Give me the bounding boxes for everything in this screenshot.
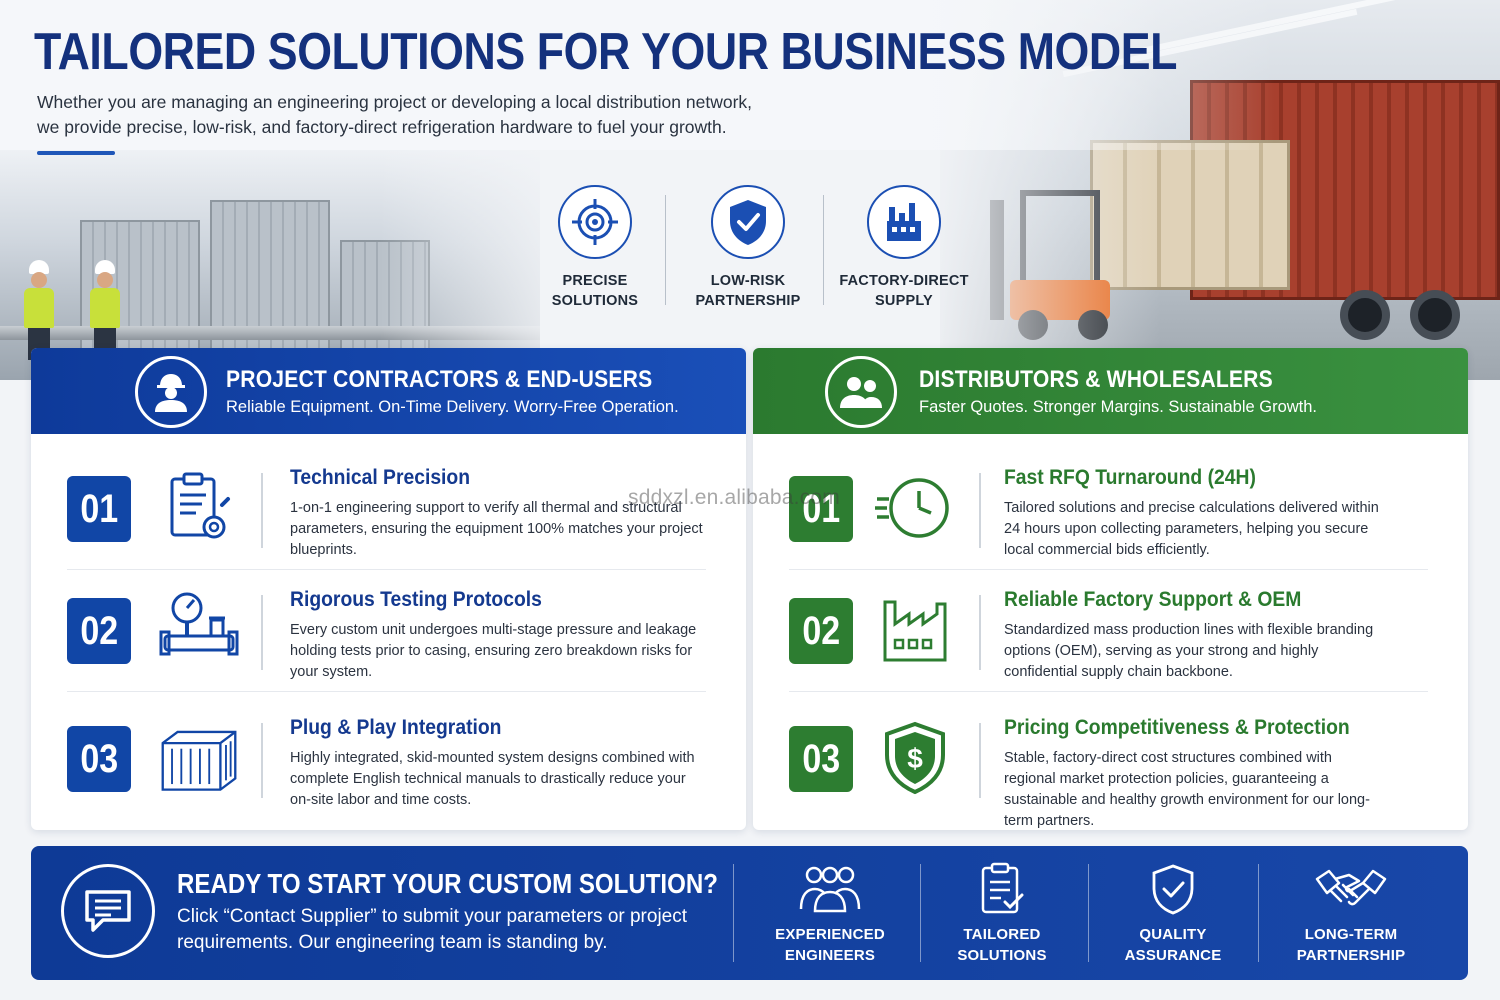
list-item: 03 $ Pricing Competitiveness & Protectio… [753, 698, 1468, 829]
item-number: 02 [67, 598, 131, 664]
row-divider [261, 595, 263, 670]
row-divider [979, 595, 981, 670]
page-subtitle: Whether you are managing an engineering … [37, 90, 857, 140]
item-number: 01 [67, 476, 131, 542]
item-description: Highly integrated, skid-mounted system d… [290, 750, 695, 808]
row-separator [789, 691, 1428, 692]
page-title: TAILORED SOLUTIONS FOR YOUR BUSINESS MOD… [34, 23, 1178, 81]
quality-shield-icon [1088, 862, 1258, 916]
row-separator [789, 569, 1428, 570]
item-title: Rigorous Testing Protocols [290, 588, 542, 611]
feature-divider [1258, 864, 1259, 962]
feature-divider [733, 864, 734, 962]
worker-icon [135, 356, 207, 428]
item-description: 1-on-1 engineering support to verify all… [290, 500, 703, 558]
users-icon [825, 356, 897, 428]
item-title: Reliable Factory Support & OEM [1004, 588, 1302, 611]
badge-divider [823, 195, 824, 305]
row-divider [979, 473, 981, 548]
feature-divider [920, 864, 921, 962]
list-item: 03 Plug & Play Integration Highly integr… [31, 698, 746, 818]
fast-clock-icon [875, 468, 955, 548]
row-divider [261, 723, 263, 798]
svg-text:$: $ [907, 743, 923, 774]
item-title: Plug & Play Integration [290, 716, 502, 739]
worker-figure [88, 260, 122, 360]
target-icon [558, 185, 632, 259]
row-divider [979, 723, 981, 798]
list-item: 01 Technical Precision 1-on-1 engineerin… [31, 448, 746, 570]
shield-check-icon [711, 185, 785, 259]
panel-header: DISTRIBUTORS & WHOLESALERS Faster Quotes… [753, 348, 1468, 434]
factory-outline-icon [875, 590, 955, 670]
item-number: 02 [789, 598, 853, 664]
item-title: Technical Precision [290, 466, 471, 489]
factory-icon [867, 185, 941, 259]
header-fade [0, 0, 1500, 150]
pressure-gauge-icon [159, 590, 239, 670]
watermark: sddxzl.en.alibaba.com [628, 486, 840, 509]
photo-fade [380, 150, 580, 380]
item-description: Stable, factory-direct cost structures c… [1004, 750, 1370, 829]
skid-unit-icon [159, 718, 239, 798]
row-separator [67, 569, 706, 570]
list-item: 01 Fast RFQ Turnaround (24H) Tailored so… [753, 448, 1468, 570]
handshake-icon [1266, 862, 1436, 916]
title-underline [37, 151, 115, 155]
cta-banner: READY TO START YOUR CUSTOM SOLUTION? Cli… [31, 846, 1468, 980]
subtitle-line: we provide precise, low-risk, and factor… [37, 117, 727, 137]
cta-text: Click “Contact Supplier” to submit your … [177, 906, 688, 953]
item-title: Pricing Competitiveness & Protection [1004, 716, 1350, 739]
panel-title: PROJECT CONTRACTORS & END-USERS [226, 366, 653, 393]
item-description: Standardized mass production lines with … [1004, 622, 1374, 680]
panel-title: DISTRIBUTORS & WHOLESALERS [919, 366, 1273, 393]
panel-subtitle: Reliable Equipment. On-Time Delivery. Wo… [226, 398, 679, 416]
worker-figure [22, 260, 56, 360]
chat-icon[interactable] [61, 864, 155, 958]
row-divider [261, 473, 263, 548]
list-item: 02 Rigorous Testing Protocols Every cust… [31, 570, 746, 692]
engineers-icon [745, 862, 915, 916]
item-description: Tailored solutions and precise calculati… [1004, 500, 1379, 558]
panel-subtitle: Faster Quotes. Stronger Margins. Sustain… [919, 398, 1318, 416]
checklist-icon [917, 862, 1087, 916]
distributors-panel: DISTRIBUTORS & WHOLESALERS Faster Quotes… [753, 348, 1468, 830]
item-number: 03 [67, 726, 131, 792]
truck-wheel [1340, 290, 1390, 340]
item-description: Every custom unit undergoes multi-stage … [290, 622, 697, 680]
list-item: 02 Reliable Factory Support & OEM Standa… [753, 570, 1468, 692]
item-number: 03 [789, 726, 853, 792]
dollar-shield-icon: $ [875, 718, 955, 798]
contractors-panel: PROJECT CONTRACTORS & END-USERS Reliable… [31, 348, 746, 830]
clipboard-gear-icon [159, 468, 239, 548]
item-title: Fast RFQ Turnaround (24H) [1004, 466, 1256, 489]
feature-divider [1088, 864, 1089, 962]
subtitle-line: Whether you are managing an engineering … [37, 92, 753, 112]
item-number: 01 [789, 476, 853, 542]
cta-title: READY TO START YOUR CUSTOM SOLUTION? [177, 868, 718, 899]
truck-wheel [1410, 290, 1460, 340]
panel-header: PROJECT CONTRACTORS & END-USERS Reliable… [31, 348, 746, 434]
badge-divider [665, 195, 666, 305]
row-separator [67, 691, 706, 692]
